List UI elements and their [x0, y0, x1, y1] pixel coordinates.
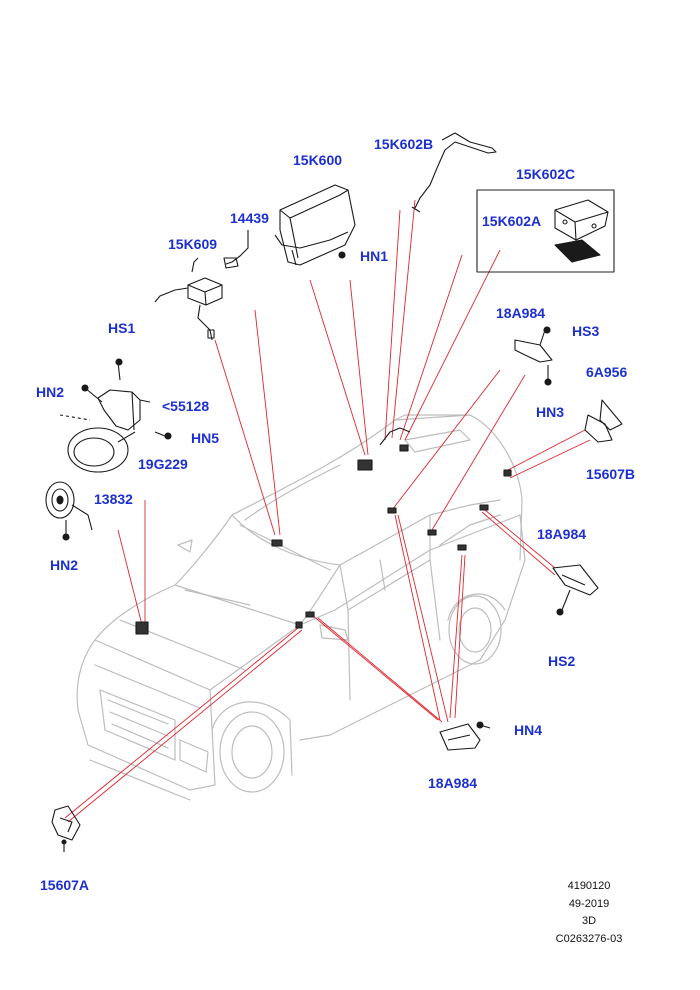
bracket-15607A: [51, 805, 81, 852]
label-15K602C: 15K602C: [516, 166, 576, 182]
vehicle-outline: [76, 414, 526, 801]
kit-box-15K602C: [476, 189, 615, 273]
label-15K600: 15K600: [293, 152, 343, 168]
label-14439: 14439: [230, 210, 269, 226]
label-13832: 13832: [94, 491, 133, 507]
vehicle-mounted-parts: [135, 427, 512, 635]
antenna-cable-15K602B: [411, 132, 497, 213]
ref-number: 4190120: [567, 880, 611, 892]
module-15K609: [154, 257, 223, 341]
module-15K600: [274, 184, 356, 266]
label-18A984-right: 18A984: [537, 526, 587, 542]
ref-code: C0263276-03: [555, 933, 623, 945]
parts: [45, 132, 623, 852]
label-15K602A: 15K602A: [482, 213, 542, 229]
label-HN1: HN1: [360, 248, 389, 264]
label-18A984-top: 18A984: [496, 305, 546, 321]
label-15607A: 15607A: [40, 877, 90, 893]
label-19G229: 19G229: [138, 456, 188, 472]
label-HN4: HN4: [514, 722, 543, 738]
label-HS3: HS3: [572, 323, 600, 339]
label-15607B: 15607B: [586, 466, 636, 482]
label-15K602B: 15K602B: [374, 136, 434, 152]
label-HN2-bottom: HN2: [50, 557, 79, 573]
label-HS2: HS2: [548, 653, 576, 669]
bracket-18A984-bottom: [439, 721, 491, 751]
label-55128: <55128: [162, 398, 210, 414]
label-HN2-left: HN2: [36, 384, 65, 400]
label-6A956: 6A956: [586, 364, 628, 380]
horn-13832: [45, 481, 93, 541]
label-HN5: HN5: [191, 430, 220, 446]
module-15K602A: [554, 199, 609, 263]
bracket-18A984-right: [552, 564, 599, 616]
label-HN3: HN3: [536, 404, 565, 420]
label-18A984-bottom: 18A984: [428, 775, 478, 791]
ref-date: 49-2019: [568, 898, 610, 910]
leader-lines: [64, 199, 591, 823]
label-15K609: 15K609: [168, 236, 218, 252]
label-HS1: HS1: [108, 320, 136, 336]
connector-14439: [223, 230, 249, 269]
ref-view: 3D: [581, 915, 597, 927]
bracket-55128: [59, 358, 172, 440]
bracket-6A956: [584, 399, 623, 443]
bracket-18A984-top: [514, 326, 553, 386]
horn-19G229: [67, 427, 136, 473]
